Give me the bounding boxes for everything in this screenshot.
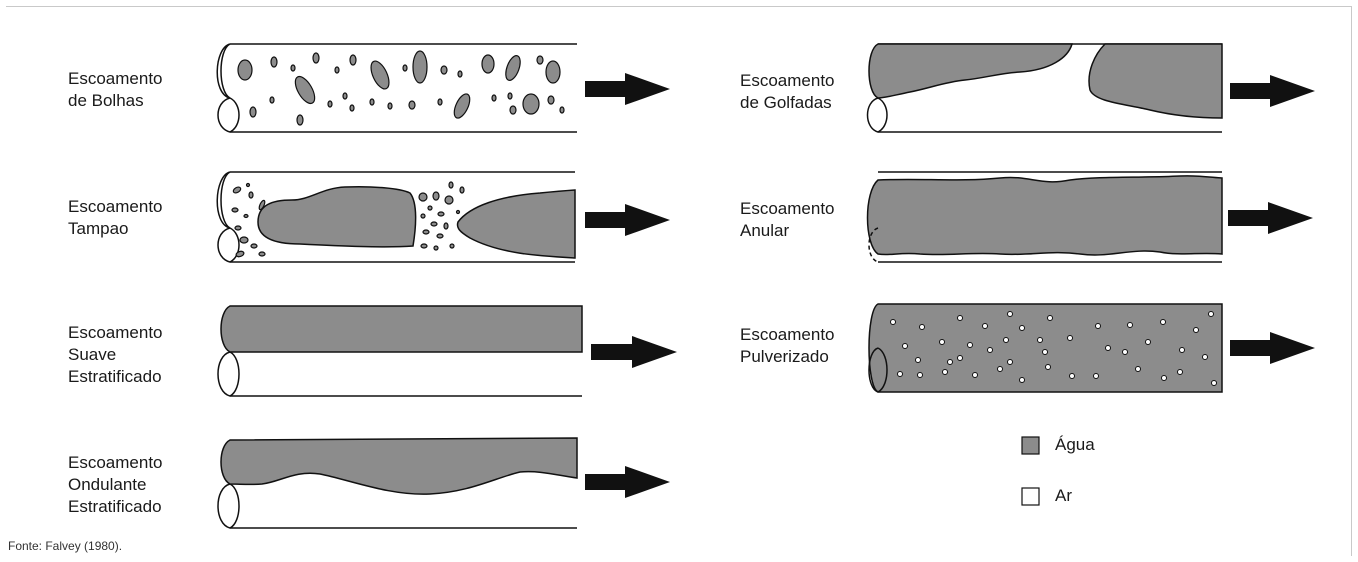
annular-flow-pipe [866, 171, 1223, 263]
slug-flow-pipe [866, 43, 1223, 133]
water-wavy-layer [220, 437, 578, 495]
legend-air-swatch [1021, 487, 1040, 506]
spray-air-droplets [890, 311, 1217, 386]
arrow-icon [585, 204, 670, 236]
bubbles [237, 50, 565, 126]
legend-air-label: Ar [1055, 486, 1072, 505]
bubble-flow-pipe [216, 43, 577, 133]
figure-frame [6, 6, 1352, 556]
arrow-icon [1230, 332, 1315, 364]
water-annular-film [866, 175, 1223, 256]
water-slug-left [868, 43, 1073, 99]
water-plug-left [257, 186, 417, 248]
water-spray-body [868, 303, 1223, 393]
legend-water-swatch [1021, 436, 1040, 455]
arrow-icon [585, 466, 670, 498]
plug-flow-pipe [216, 171, 576, 263]
arrow-icon [585, 73, 670, 105]
smooth-stratified-pipe [217, 305, 583, 397]
arrow-icon [1230, 75, 1315, 107]
water-plug-right [456, 189, 576, 259]
arrow-icon [591, 336, 677, 368]
water-slug-right [1088, 43, 1223, 119]
spray-flow-pipe [868, 303, 1223, 393]
arrow-icon [1228, 202, 1313, 234]
wavy-stratified-pipe [217, 437, 578, 529]
water-layer [220, 305, 583, 353]
legend-water-label: Água [1055, 435, 1095, 454]
source-caption: Fonte: Falvey (1980). [8, 539, 123, 553]
plug-bubbles [231, 181, 465, 258]
